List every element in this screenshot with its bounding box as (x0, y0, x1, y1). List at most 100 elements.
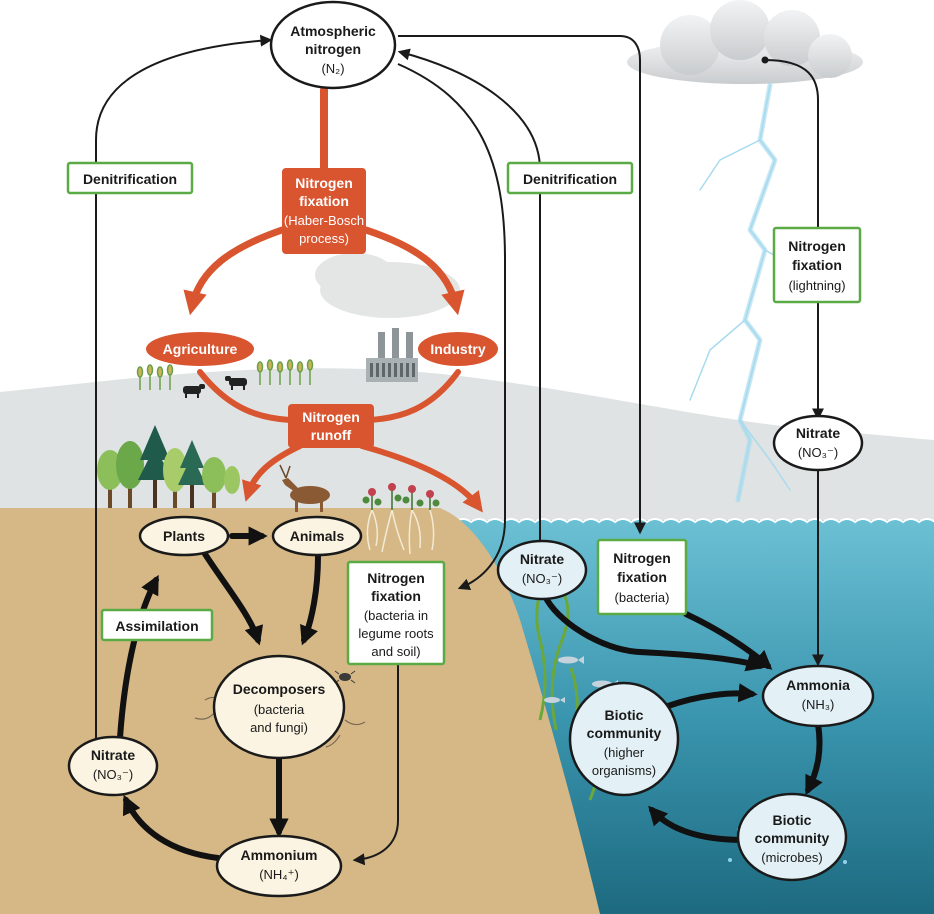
arrow-agriculture-to-runoff (197, 369, 293, 423)
nitrate-land-line1: Nitrate (91, 747, 136, 763)
industry-oval: Industry (418, 332, 498, 366)
haber-line3: (Haber-Bosch (284, 213, 364, 228)
wave-line (454, 518, 934, 524)
smoke-cloud (315, 253, 460, 318)
plants-label: Plants (163, 528, 205, 544)
arrow-legume-to-ammonium (352, 664, 399, 866)
arrow-lightning-to-box (764, 59, 819, 228)
deer-icon (279, 464, 330, 512)
arrow-denitrification-left (95, 34, 273, 742)
arrow-nitrate-to-plants (117, 574, 159, 741)
arrow-bacteria-fixation-to-ammonia (683, 611, 773, 670)
assimilation-box: Assimilation (100, 608, 214, 642)
ammonium-line1: Ammonium (241, 847, 318, 863)
fixation-legume-line5: and soil) (371, 644, 420, 659)
biotic-higher-line2: community (587, 725, 662, 741)
arrow-atm-to-bacteria-fixation (398, 35, 646, 535)
haber-line1: Nitrogen (295, 175, 353, 191)
biotic-microbes-node: Biotic community (microbes) (736, 792, 848, 882)
nitrate-sky-line1: Nitrate (796, 425, 841, 441)
haber-line4: process) (299, 231, 349, 246)
arrow-atm-to-legume-fixation (397, 63, 506, 591)
ammonium-formula: (NH₄⁺) (259, 867, 299, 882)
nitrate-water-formula: (NO₃⁻) (522, 571, 562, 586)
biotic-higher-node: Biotic community (higher organisms) (568, 681, 680, 797)
animals-label: Animals (290, 528, 345, 544)
nitrate-water-line1: Nitrate (520, 551, 565, 567)
nitrate-water-node: Nitrate (NO₃⁻) (496, 539, 588, 601)
clover-icon (362, 483, 440, 555)
plants-node: Plants (138, 515, 230, 557)
ammonia-line1: Ammonia (786, 677, 850, 693)
animals-node: Animals (271, 515, 363, 557)
fixation-lightning-line1: Nitrogen (788, 238, 846, 254)
cow-icon (183, 376, 247, 398)
agriculture-oval: Agriculture (146, 332, 254, 366)
crop-icon (136, 359, 314, 390)
ammonia-formula: (NH₃) (802, 697, 835, 712)
atmospheric-formula: (N₂) (321, 61, 344, 76)
atmospheric-line2: nitrogen (305, 41, 361, 57)
haber-bosch-box: Nitrogen fixation (Haber-Bosch process) (282, 168, 366, 254)
arrow-runoff-to-land (241, 443, 303, 502)
atmospheric-line1: Atmospheric (290, 23, 376, 39)
nitrate-sky-node: Nitrate (NO₃⁻) (772, 414, 864, 472)
runoff-box: Nitrogen runoff (288, 404, 374, 448)
fixation-legume-line3: (bacteria in (364, 608, 428, 623)
thick-arrows (117, 526, 823, 861)
biotic-higher-line3: (higher (604, 745, 645, 760)
ammonium-node: Ammonium (NH₄⁺) (215, 834, 343, 898)
decomposers-line1: Decomposers (233, 681, 326, 697)
biotic-higher-line1: Biotic (605, 707, 644, 723)
decomposers-node: Decomposers (bacteria and fungi) (212, 654, 346, 760)
decomposers-line3: and fungi) (250, 720, 308, 735)
arrow-biotic-higher-to-ammonia (665, 683, 758, 709)
runoff-line1: Nitrogen (302, 409, 360, 425)
arrow-denitrification-right (397, 48, 541, 548)
arrow-microbes-to-biotic-higher (648, 805, 747, 843)
arrow-animals-to-decomposers (300, 553, 321, 646)
fixation-legume-line4: legume roots (358, 626, 434, 641)
denitrification-left-box: Denitrification (66, 161, 194, 195)
arrow-runoff-to-water (359, 443, 483, 513)
denitrification-left-label: Denitrification (83, 171, 177, 187)
thin-arrows (95, 34, 824, 866)
factory-icon (366, 328, 418, 382)
fixation-bacteria-line2: fixation (617, 569, 667, 585)
arrow-nitrate-water-to-ammonia (542, 593, 766, 672)
arrow-ammonia-to-microbes (805, 721, 823, 796)
fixation-lightning-box: Nitrogen fixation (lightning) (772, 226, 862, 304)
industry-label: Industry (430, 341, 485, 357)
ammonia-node: Ammonia (NH₃) (761, 664, 875, 728)
biotic-microbes-line1: Biotic (773, 812, 812, 828)
cloud-icon (627, 0, 863, 84)
arrow-industry-to-runoff (367, 369, 461, 423)
arrow-ammonium-to-nitrate (122, 794, 221, 861)
haber-line2: fixation (299, 193, 349, 209)
arrow-haber-to-industry (362, 226, 465, 316)
arrow-plants-to-decomposers (202, 551, 264, 646)
fixation-legume-line2: fixation (371, 588, 421, 604)
human-arrows (183, 86, 483, 513)
runoff-line2: runoff (311, 427, 352, 443)
nitrate-land-node: Nitrate (NO₃⁻) (67, 735, 159, 797)
nitrate-sky-formula: (NO₃⁻) (798, 445, 838, 460)
tree-icon (97, 425, 240, 508)
fixation-bacteria-line3: (bacteria) (615, 590, 670, 605)
biotic-higher-line4: organisms) (592, 763, 656, 778)
denitrification-right-label: Denitrification (523, 171, 617, 187)
agriculture-label: Agriculture (163, 341, 238, 357)
decomposers-line2: (bacteria (254, 702, 305, 717)
fixation-legume-line1: Nitrogen (367, 570, 425, 586)
biotic-microbes-line3: (microbes) (761, 850, 822, 865)
biotic-microbes-line2: community (755, 830, 830, 846)
lightning-origin-dot (761, 56, 769, 64)
fixation-lightning-line3: (lightning) (788, 278, 845, 293)
atmospheric-nitrogen-node: Atmospheric nitrogen (N₂) (269, 0, 397, 90)
fixation-bacteria-line1: Nitrogen (613, 550, 671, 566)
fixation-legume-box: Nitrogen fixation (bacteria in legume ro… (346, 560, 446, 666)
fixation-lightning-line2: fixation (792, 257, 842, 273)
assimilation-label: Assimilation (115, 618, 198, 634)
denitrification-right-box: Denitrification (506, 161, 634, 195)
